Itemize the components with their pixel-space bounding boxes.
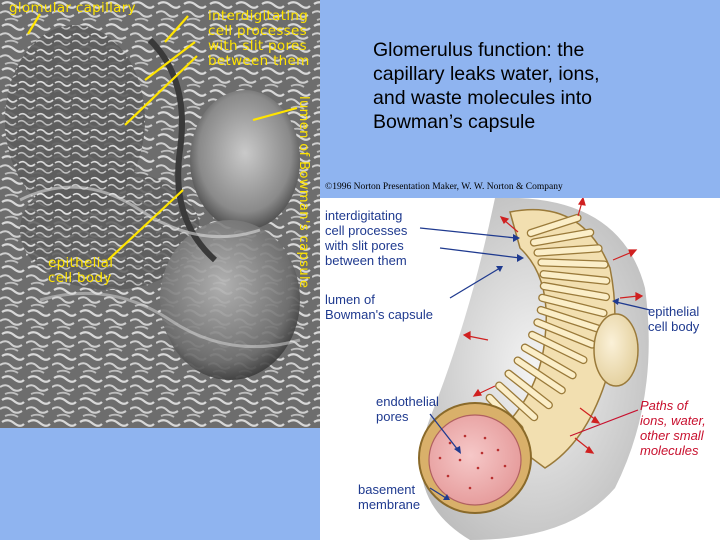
micro-label-glomular-capillary: glomular capillary [9,0,136,16]
diagram-label-line: membrane [358,497,421,512]
micro-label-line: cell body [48,270,112,286]
diagram-label-line: endothelial [376,394,439,409]
diagram-label-line: with slit pores [325,238,404,253]
micro-label-interdigitating: interdigitating cell processes with slit… [208,9,310,69]
micro-label-line: interdigitating [208,8,309,24]
podocyte-diagram: interdigitating cell processes with slit… [320,198,720,540]
caption-line: Glomerulus function: the [373,39,585,61]
micro-label-line: with slit pores [208,38,307,54]
diagram-label-line: interdigitating [325,208,403,223]
micro-label-line: epithelial [48,255,114,271]
micro-label-lumen-vertical: lumen of Bowman's capsule [296,96,311,289]
diagram-label-line: basement [358,482,416,497]
caption-line: capillary leaks water, ions, [373,63,600,85]
diagram-label-line: between them [325,253,407,268]
micro-label-epithelial: epithelial cell body [48,256,113,286]
diagram-illustration [418,198,651,540]
diagram-label-line: Bowman's capsule [325,307,433,322]
diagram-label-line: cell body [648,319,700,334]
diagram-label-interdigitating: interdigitating cell processes with slit… [325,208,407,268]
diagram-label-endothelial: endothelial pores [376,394,439,424]
diagram-label-lumen: lumen of Bowman's capsule [325,292,433,322]
diagram-label-line: pores [376,409,409,424]
diagram-label-line: lumen of [325,292,375,307]
diagram-label-line: cell processes [325,223,408,238]
diagram-label-line: epithelial [648,304,700,319]
micrograph-image [0,0,320,428]
slide-caption: Glomerulus function: the capillary leaks… [373,38,703,134]
micro-label-line: between them [208,53,310,69]
caption-line: and waste molecules into [373,87,592,109]
diagram-label-basement: basement membrane [358,482,420,512]
diagram-label-line: Paths of [640,398,688,413]
diagram-label-paths: Paths of ions, water, other small molecu… [640,398,706,458]
diagram-label-epithelial: epithelial cell body [648,304,699,334]
electron-micrograph: glomular capillary interdigitating cell … [0,0,320,428]
diagram-label-line: ions, water, [640,413,706,428]
caption-line: Bowman’s capsule [373,111,536,133]
copyright-credit: ©1996 Norton Presentation Maker, W. W. N… [325,182,563,192]
micro-label-line: cell processes [208,23,307,39]
diagram-label-line: other small [640,428,704,443]
diagram-label-line: molecules [640,443,699,458]
